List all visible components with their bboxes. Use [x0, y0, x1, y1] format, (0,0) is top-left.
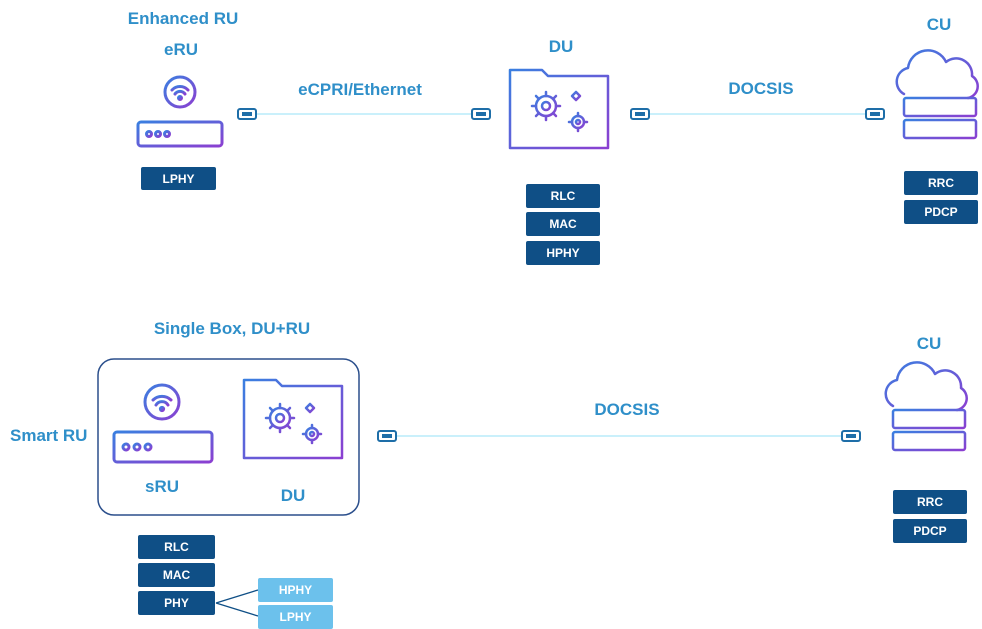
eru-badge-lphy: LPHY [141, 167, 216, 190]
sru-label: sRU [144, 477, 180, 496]
du-top-badge-hphy: HPHY [526, 241, 600, 265]
folder-gears-icon [238, 378, 348, 480]
du-top-badge-mac: MAC [526, 212, 600, 236]
folder-gears-icon [504, 68, 614, 170]
cu-top-badge-rrc: RRC [904, 171, 978, 195]
du-bottom-label: DU [280, 486, 306, 505]
cu-bottom-badge-rrc: RRC [893, 490, 967, 514]
stack-badge-mac: MAC [138, 563, 215, 587]
link-docsis-top-label: DOCSIS [728, 79, 794, 98]
du-top-label: DU [548, 37, 574, 56]
stack-badge-rlc: RLC [138, 535, 215, 559]
phy-split-lines [215, 589, 259, 617]
cable-du-cu-top [630, 108, 885, 120]
smart-ru-label: Smart RU [10, 426, 88, 445]
router-wifi-icon [136, 75, 224, 148]
eru-label: eRU [163, 40, 199, 59]
router-wifi-icon [112, 383, 214, 464]
link-ecpri-label: eCPRI/Ethernet [298, 80, 422, 99]
cable-box-cu-bottom [377, 430, 861, 442]
enhanced-ru-title: Enhanced RU [127, 9, 239, 28]
cu-bottom-label: CU [916, 334, 942, 353]
phy-split-badge-hphy: HPHY [258, 578, 333, 602]
stack-badge-phy: PHY [138, 591, 215, 615]
cable-eru-du [237, 108, 491, 120]
cu-top-badge-pdcp: PDCP [904, 200, 978, 224]
phy-split-badge-lphy: LPHY [258, 605, 333, 629]
cu-top-label: CU [926, 15, 952, 34]
link-docsis-bottom-label: DOCSIS [594, 400, 660, 419]
cu-bottom-badge-pdcp: PDCP [893, 519, 967, 543]
cloud-server-icon [895, 49, 979, 150]
single-box-title: Single Box, DU+RU [153, 319, 311, 338]
du-top-badge-rlc: RLC [526, 184, 600, 208]
cloud-server-icon [884, 361, 968, 462]
single-box-container [97, 358, 360, 516]
